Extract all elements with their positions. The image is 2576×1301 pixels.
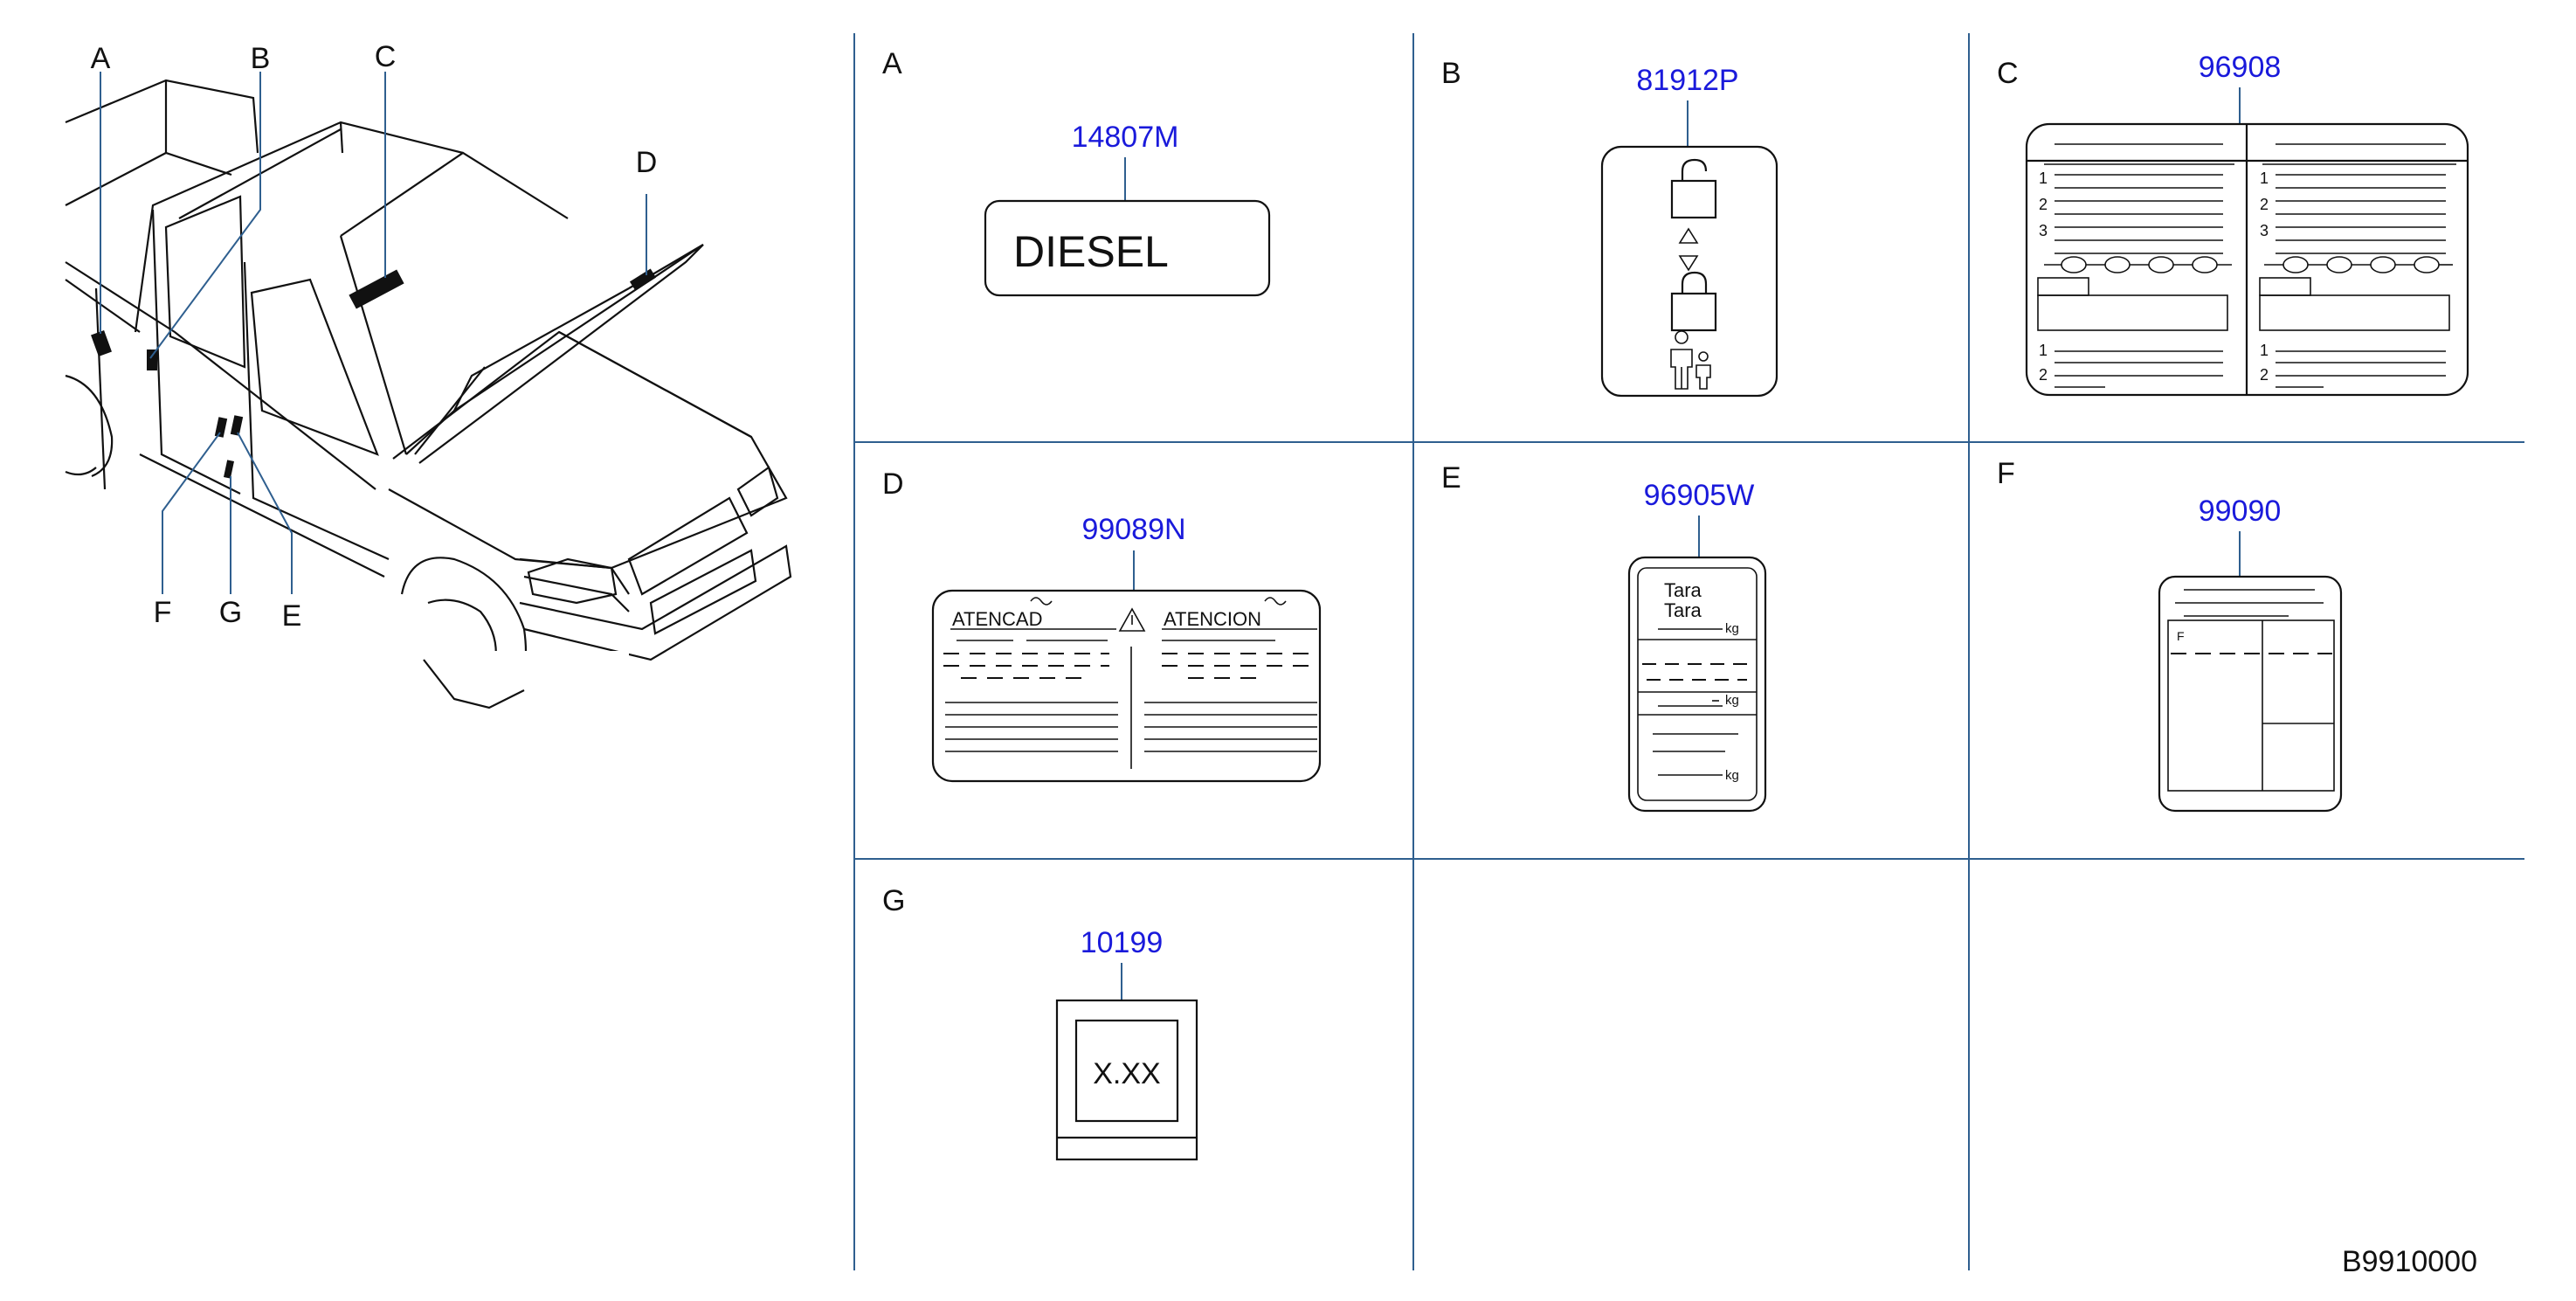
panel-f-part-number: 99090 [2199,495,2282,528]
panel-d-header-left: ATENCAD [952,608,1043,630]
panel-c-letter: C [1997,57,2019,90]
panel-e: E 96905W Tara Tara kg kg kg [1441,461,1767,813]
panel-c-left-num-5: 2 [2039,366,2048,384]
label-patch-f [214,417,228,438]
panel-b: B 81912P [1441,57,1778,398]
panel-c-left-num-2: 2 [2039,196,2048,213]
warning-icon [1118,607,1146,632]
diagram-code: B9910000 [2342,1245,2477,1278]
panel-c-right-num-4: 1 [2260,342,2269,359]
diesel-label [984,199,1271,297]
panel-c-right-num-3: 3 [2260,222,2269,239]
panel-c-left-num-4: 1 [2039,342,2048,359]
panel-f: F 99090 F [1997,457,2343,813]
panel-c-left-num-1: 1 [2039,170,2048,187]
label-patch-e [230,415,244,436]
lock-icon [1670,271,1717,332]
down-arrow-icon [1678,255,1699,272]
panel-b-part-number: 81912P [1636,64,1738,97]
callout-g: G [219,596,242,629]
panel-d-letter: D [882,467,904,501]
panel-d-header-right: ATENCION [1164,608,1261,630]
panel-c-right-num-5: 2 [2260,366,2269,384]
callout-d: D [636,146,658,179]
child-icon [1670,330,1711,390]
panel-e-tara-2: Tara [1664,599,1702,621]
diesel-text: DIESEL [1013,227,1169,276]
panel-c-right-num-1: 1 [2260,170,2269,187]
panel-e-unit-1: kg [1725,621,1739,636]
panel-d: D 99089N ATENCAD ATENCION [882,467,1322,783]
panel-a-letter: A [882,47,902,80]
panel-e-unit-3: kg [1725,768,1739,783]
panel-f-letter: F [1997,457,2015,490]
label-patch-d [629,268,657,291]
callout-f: F [154,596,172,629]
panel-a-part-number: 14807M [1072,121,1179,154]
vehicle-illustration: A B C D E F G [65,40,792,709]
label-patch-b [147,349,157,370]
panel-b-letter: B [1441,57,1461,90]
callout-e: E [282,599,302,633]
panel-g-part-number: 10199 [1081,926,1164,959]
panel-c-left-num-3: 3 [2039,222,2048,239]
panel-f-mark: F [2177,629,2185,643]
panel-grid [853,33,2524,1270]
panel-e-part-number: 96905W [1644,479,1755,512]
value-label-text: X.XX [1093,1057,1160,1090]
callout-a: A [91,42,111,75]
label-patch-c [349,269,404,309]
panel-e-tara-1: Tara [1664,579,1702,601]
panel-c-right-num-2: 2 [2260,196,2269,213]
weight-label [1627,556,1767,813]
panel-e-letter: E [1441,461,1461,495]
panel-d-part-number: 99089N [1081,513,1185,546]
info-label [2158,575,2343,813]
label-patch-g [224,460,234,479]
callout-c: C [375,40,397,73]
unlock-icon [1670,158,1717,219]
label-patch-a [91,330,112,356]
panel-c-part-number: 96908 [2199,51,2282,84]
child-lock-label [1600,145,1778,398]
panel-g: G 10199 X.XX [882,884,1198,1161]
panel-g-letter: G [882,884,905,917]
warning-label [931,589,1322,783]
value-label [1055,999,1198,1161]
panel-e-unit-2: kg [1725,693,1739,708]
up-arrow-icon [1678,227,1699,244]
panel-c: C 96908 [1997,51,2469,397]
panel-a: A 14807M DIESEL [882,47,1271,297]
callout-b: B [251,42,271,75]
